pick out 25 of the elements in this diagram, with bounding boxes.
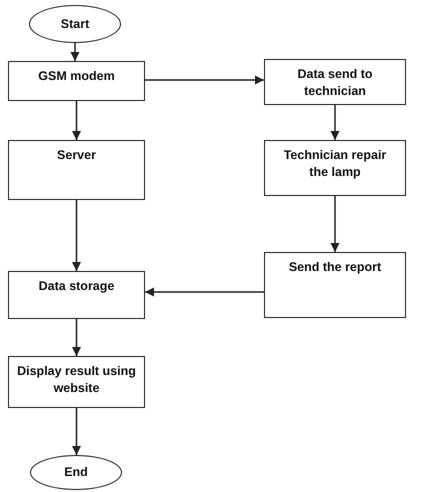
process-box: [264, 252, 406, 318]
arrow: [70, 43, 80, 61]
node-label: Data storage: [38, 278, 114, 295]
node-label: GSM modem: [38, 68, 115, 85]
node-label: Display result using website: [16, 363, 137, 397]
arrow: [72, 319, 81, 356]
arrow: [72, 101, 81, 140]
node-label: End: [64, 464, 88, 481]
process-box: [8, 271, 145, 319]
node-label: Technician repair the lamp: [282, 147, 388, 181]
node-label: Start: [60, 16, 90, 32]
process-box: [264, 140, 406, 196]
node-label: Server: [57, 147, 96, 164]
arrow: [145, 288, 264, 296]
arrow: [72, 200, 81, 271]
process-box: [8, 140, 145, 200]
process-box: [264, 59, 406, 105]
arrow: [330, 196, 340, 252]
node-label: Data send to technician: [296, 66, 374, 100]
arrow: [72, 408, 81, 455]
process-box: [8, 356, 145, 408]
arrow: [145, 76, 264, 84]
process-box: [8, 61, 145, 101]
arrow: [330, 105, 340, 140]
node-label: Send the report: [288, 259, 382, 276]
